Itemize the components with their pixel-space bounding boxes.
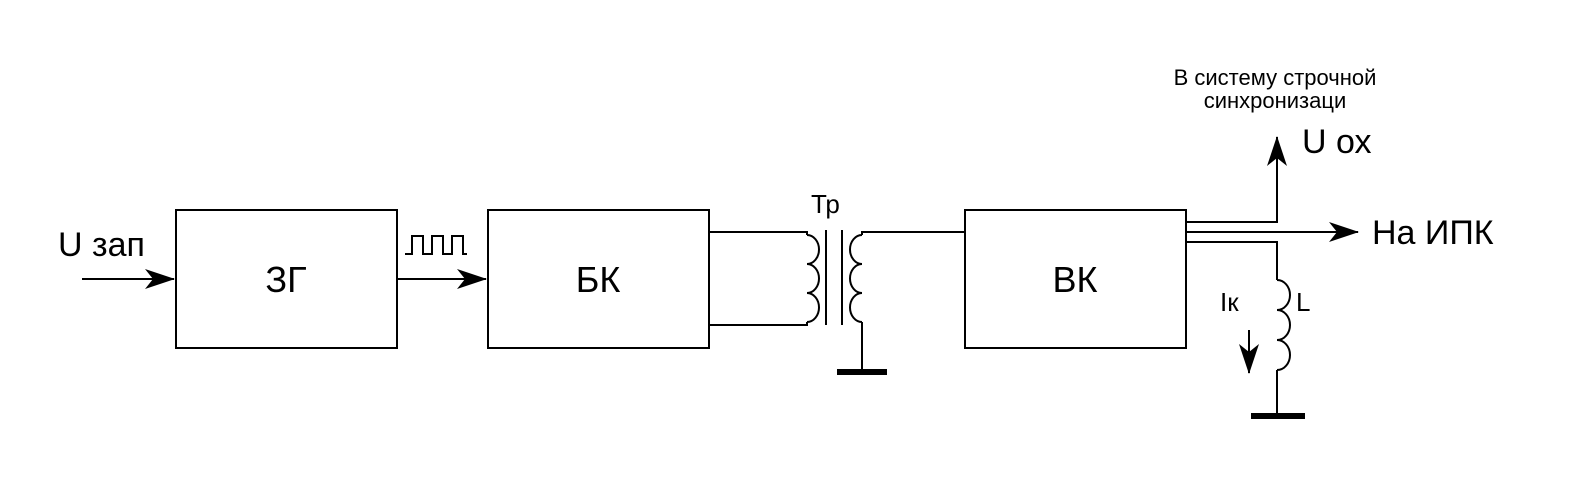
block-vk-label: ВК (1052, 259, 1098, 300)
uox-wire (1186, 136, 1287, 223)
inductor-label: L (1296, 287, 1311, 317)
primary-wire-top (709, 231, 808, 235)
primary-coil-icon (806, 234, 820, 323)
secondary-wire-top (861, 231, 965, 235)
na-ipk-label: На ИПК (1372, 214, 1494, 252)
sync-note-line2: синхронизаци (1203, 88, 1347, 113)
block-bk-label: БК (575, 259, 621, 300)
ik-label: Iк (1220, 287, 1239, 317)
block-vk (964, 209, 1187, 349)
transformer-label: Тр (811, 189, 840, 219)
inductor-coil-icon (1276, 279, 1291, 371)
pulse-train-icon (405, 235, 467, 255)
sync-note: В систему строчной синхронизаци (1174, 66, 1377, 112)
u-zap-label: U зап (58, 226, 145, 264)
primary-wire-bottom (709, 322, 808, 326)
sync-note-line1: В систему строчной (1173, 65, 1377, 90)
block-bk (487, 209, 710, 349)
secondary-coil-icon (849, 234, 863, 323)
u-ox-label: U ох (1302, 123, 1372, 161)
inductor-wire-top (1186, 241, 1278, 280)
block-zg-label: ЗГ (265, 259, 307, 300)
